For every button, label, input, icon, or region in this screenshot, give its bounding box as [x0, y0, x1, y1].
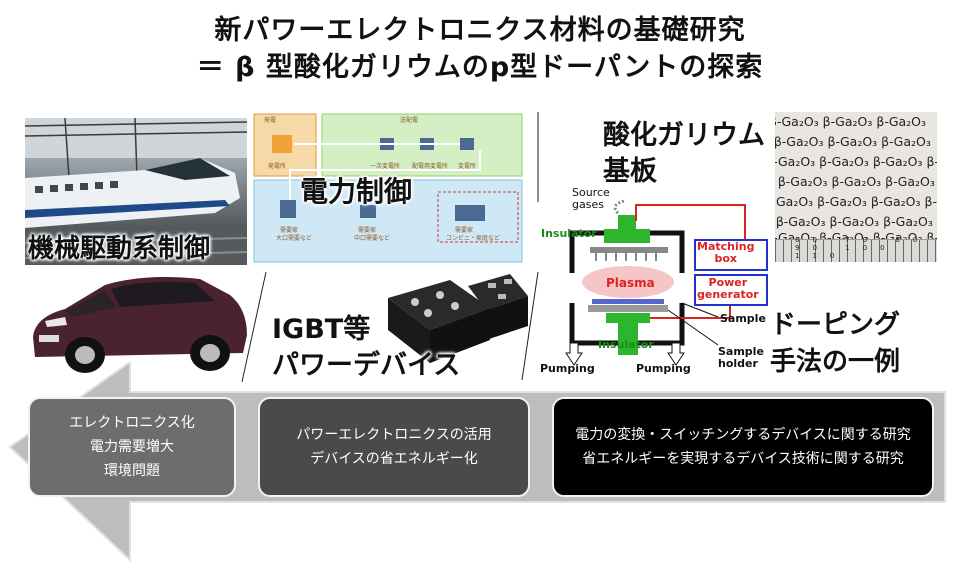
gallium-oxide-label: 酸化ガリウム 基板	[603, 118, 765, 190]
box1-line-2: 電力需要増大	[90, 439, 174, 455]
title-line-1: 新パワーエレクトロニクス材料の基礎研究	[214, 15, 746, 46]
box-power-electronics: パワーエレクトロニクスの活用 デバイスの省エネルギー化	[258, 397, 530, 497]
matching-box-label: Matching box	[697, 240, 755, 265]
divider-line	[521, 112, 539, 381]
grid-sub-2: 中口需要など	[354, 234, 390, 242]
box3-line-1: 電力の変換・スイッチングするデバイスに関する研究	[575, 427, 911, 443]
pumping-left-label: Pumping	[540, 362, 595, 375]
sample-label: Sample	[720, 312, 766, 325]
igbt-module-photo	[388, 274, 528, 363]
gallium-oxide-label-line-2: 基板	[603, 156, 657, 187]
ruler: 60 70 80 90 100 110	[775, 236, 937, 262]
divider-line-2	[241, 272, 267, 383]
box1-line-3: 環境問題	[104, 463, 160, 479]
grid-node-1: 発電所	[268, 162, 286, 170]
grid-section-transmission: 送配電	[400, 116, 418, 124]
electric-car-photo	[25, 265, 250, 375]
grid-node-3: 配電用変電所	[412, 162, 448, 170]
box2-line-1: パワーエレクトロニクスの活用	[296, 427, 492, 443]
bullet-train-photo	[25, 118, 247, 265]
box-electronics-demand: エレクトロニクス化 電力需要増大 環境問題	[28, 397, 236, 497]
doping-label-line-2: 手法の一例	[770, 347, 901, 377]
insulator-bottom-label: Insulator	[598, 338, 654, 351]
doping-label-line-1: ドーピング	[770, 310, 901, 340]
box1-line-1: エレクトロニクス化	[69, 415, 195, 431]
box-research: 電力の変換・スイッチングするデバイスに関する研究 省エネルギーを実現するデバイス…	[552, 397, 934, 497]
power-grid-diagram: 発電 送配電 発電所 一次変電所 配電用変電所 変電所 需要家 需要家 需要家 …	[250, 110, 530, 265]
power-control-label: 電力制御	[300, 175, 413, 208]
power-generator-label: Power generator	[697, 276, 759, 301]
pumping-right-label: Pumping	[636, 362, 691, 375]
grid-node-4: 変電所	[458, 162, 476, 170]
gallium-oxide-wafer-photo: β-Ga₂O₃ β-Ga₂O₃ β-Ga₂O₃ O₃ β-Ga₂O₃ β-Ga₂…	[775, 112, 937, 262]
box2-line-2: デバイスの省エネルギー化	[310, 451, 478, 467]
sample-holder-label: Sample holder	[718, 345, 764, 370]
grid-sub-3: コンビニ・家庭など	[446, 234, 500, 242]
igbt-label: IGBT等 パワーデバイス	[272, 312, 460, 384]
doping-label: ドーピング 手法の一例	[770, 307, 900, 381]
grid-node-2: 一次変電所	[370, 162, 400, 170]
grid-consumer-1: 需要家	[280, 226, 298, 234]
gallium-oxide-label-line-1: 酸化ガリウム	[603, 120, 765, 151]
grid-section-generation: 発電	[264, 116, 276, 124]
source-gases-label: Source gases	[572, 186, 610, 211]
grid-consumer-3: 需要家	[455, 226, 473, 234]
igbt-label-line-2: パワーデバイス	[272, 350, 461, 381]
igbt-label-line-1: IGBT等	[272, 314, 371, 345]
grid-consumer-2: 需要家	[358, 226, 376, 234]
insulator-top-label: Insulator	[541, 227, 597, 240]
mechanical-control-label: 機械駆動系制御	[28, 234, 211, 264]
plasma-label: Plasma	[606, 276, 655, 290]
box3-line-2: 省エネルギーを実現するデバイス技術に関する研究	[582, 451, 904, 467]
grid-sub-1: 大口需要など	[276, 234, 312, 242]
title-line-2: ＝ β 型酸化ガリウムのp型ドーパントの探索	[196, 52, 764, 83]
plasma-doping-schematic	[565, 199, 768, 366]
